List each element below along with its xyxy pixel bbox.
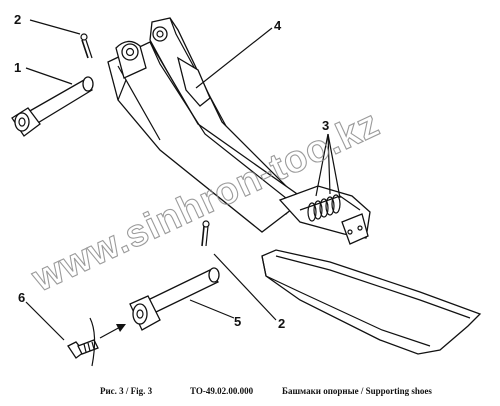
supporting-shoe-assembly: [107, 17, 482, 355]
callout-2-upper: 2: [14, 12, 21, 27]
leader-lines: [25, 19, 341, 341]
callout-5: 5: [234, 314, 241, 329]
caption-title: Башмаки опорные / Supporting shoes: [282, 386, 432, 396]
caption-fig: Рис. 3 / Fig. 3: [100, 386, 153, 396]
lower-pin-part-5: [129, 267, 220, 331]
callout-2-lower: 2: [278, 316, 285, 331]
callout-1: 1: [14, 60, 21, 75]
callout-4: 4: [274, 18, 282, 33]
bolt-part-6: [67, 339, 99, 359]
callout-6: 6: [18, 290, 25, 305]
callout-3: 3: [322, 118, 329, 133]
cotter-pin-lower: [201, 220, 210, 247]
caption-code: ТО-49.02.00.000: [190, 386, 254, 396]
cotter-pin-upper: [80, 33, 93, 59]
spring: [307, 194, 341, 222]
assembly-arrow: [89, 317, 126, 367]
upper-pin-part-1: [11, 76, 94, 137]
